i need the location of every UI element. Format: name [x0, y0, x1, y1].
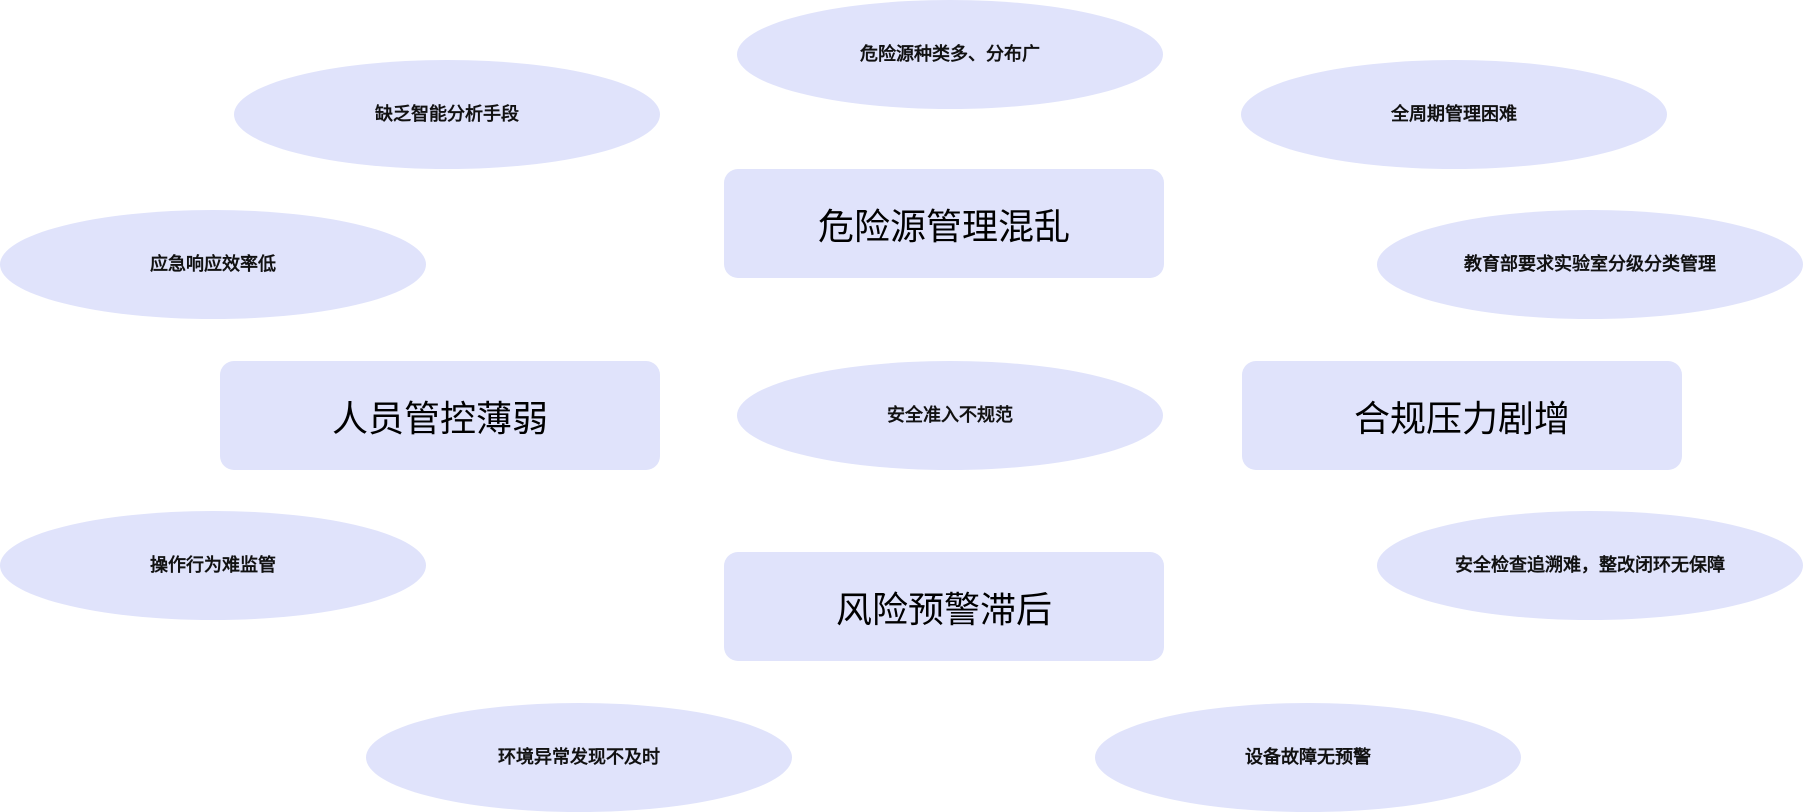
sub-issue-node: 安全准入不规范 — [737, 361, 1163, 470]
sub-issue-node: 危险源种类多、分布广 — [737, 0, 1163, 109]
node-label: 安全准入不规范 — [887, 404, 1013, 426]
main-issue-hazard-management: 危险源管理混乱 — [724, 169, 1164, 278]
node-label: 缺乏智能分析手段 — [375, 103, 519, 125]
sub-issue-node: 操作行为难监管 — [0, 511, 426, 620]
node-label: 操作行为难监管 — [150, 554, 276, 576]
node-label: 合规压力剧增 — [1353, 398, 1570, 440]
node-label: 风险预警滞后 — [835, 589, 1052, 631]
sub-issue-node: 安全检查追溯难，整改闭环无保障 — [1377, 511, 1803, 620]
node-label: 安全检查追溯难，整改闭环无保障 — [1455, 554, 1725, 576]
node-label: 人员管控薄弱 — [331, 398, 548, 440]
main-issue-risk-warning: 风险预警滞后 — [724, 552, 1164, 661]
main-issue-personnel-control: 人员管控薄弱 — [220, 361, 660, 470]
node-label: 设备故障无预警 — [1245, 746, 1371, 768]
sub-issue-node: 教育部要求实验室分级分类管理 — [1377, 210, 1803, 319]
main-issue-compliance-pressure: 合规压力剧增 — [1242, 361, 1682, 470]
sub-issue-node: 应急响应效率低 — [0, 210, 426, 319]
node-label: 环境异常发现不及时 — [498, 746, 660, 768]
node-label: 教育部要求实验室分级分类管理 — [1464, 253, 1716, 275]
node-label: 危险源管理混乱 — [817, 206, 1070, 248]
sub-issue-node: 全周期管理困难 — [1241, 60, 1667, 169]
node-label: 全周期管理困难 — [1391, 103, 1517, 125]
node-label: 应急响应效率低 — [150, 253, 276, 275]
sub-issue-node: 环境异常发现不及时 — [366, 703, 792, 812]
sub-issue-node: 缺乏智能分析手段 — [234, 60, 660, 169]
sub-issue-node: 设备故障无预警 — [1095, 703, 1521, 812]
node-label: 危险源种类多、分布广 — [860, 43, 1040, 65]
